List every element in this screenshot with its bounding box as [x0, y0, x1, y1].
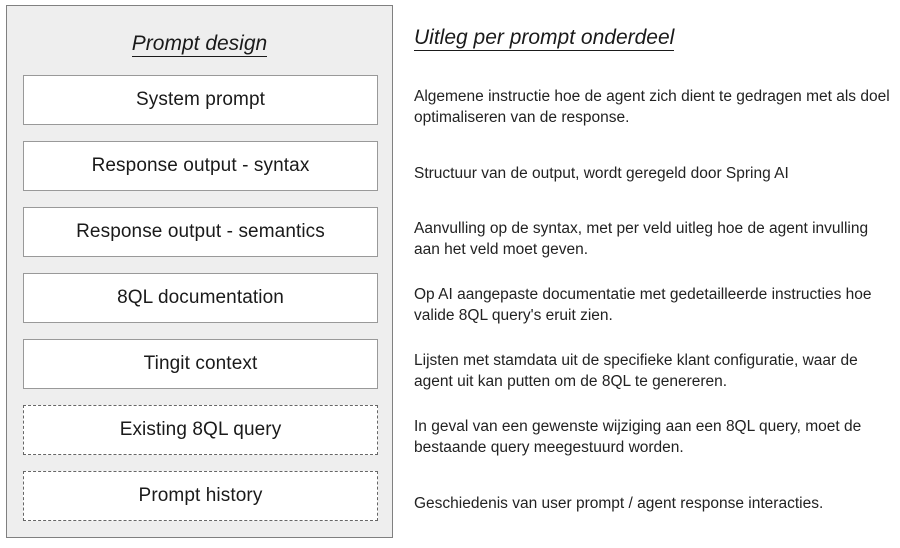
prompt-box-label: Response output - syntax	[91, 155, 310, 176]
explanation-text: Aanvulling op de syntax, met per veld ui…	[414, 220, 869, 258]
explanation-item-response-output-syntax: Structuur van de output, wordt geregeld …	[414, 140, 894, 206]
prompt-component-stack: System prompt Response output - syntax R…	[23, 75, 378, 521]
explanation-list: Algemene instructie hoe de agent zich di…	[414, 74, 894, 536]
explanation-item-response-output-semantics: Aanvulling op de syntax, met per veld ui…	[414, 206, 894, 272]
prompt-box-system-prompt[interactable]: System prompt	[23, 75, 378, 125]
explanation-item-tingit-context: Lijsten met stamdata uit de specifieke k…	[414, 338, 894, 404]
explanation-text: Algemene instructie hoe de agent zich di…	[414, 88, 890, 126]
prompt-box-label: Existing 8QL query	[119, 419, 282, 440]
prompt-box-label: System prompt	[135, 89, 266, 110]
prompt-design-title-text: Prompt design	[131, 32, 268, 57]
explanation-item-8ql-documentation: Op AI aangepaste documentatie met gedeta…	[414, 272, 894, 338]
prompt-box-existing-8ql-query[interactable]: Existing 8QL query	[23, 405, 378, 455]
prompt-box-8ql-documentation[interactable]: 8QL documentation	[23, 273, 378, 323]
prompt-box-prompt-history[interactable]: Prompt history	[23, 471, 378, 521]
prompt-box-response-output-semantics[interactable]: Response output - semantics	[23, 207, 378, 257]
explanation-column-title-text: Uitleg per prompt onderdeel	[414, 26, 675, 51]
prompt-box-label: Response output - semantics	[76, 221, 325, 242]
explanation-text: Op AI aangepaste documentatie met gedeta…	[414, 286, 872, 324]
explanation-text: Geschiedenis van user prompt / agent res…	[414, 494, 824, 512]
explanation-item-existing-8ql-query: In geval van een gewenste wijziging aan …	[414, 404, 894, 470]
prompt-box-label: Prompt history	[138, 485, 263, 506]
prompt-design-panel: Prompt design System prompt Response out…	[6, 5, 393, 538]
explanation-text: In geval van een gewenste wijziging aan …	[414, 418, 862, 456]
prompt-box-label: Tingit context	[143, 353, 258, 374]
explanation-text: Lijsten met stamdata uit de specifieke k…	[414, 352, 858, 390]
prompt-box-response-output-syntax[interactable]: Response output - syntax	[23, 141, 378, 191]
explanation-column: Uitleg per prompt onderdeel Algemene ins…	[414, 5, 894, 538]
explanation-text: Structuur van de output, wordt geregeld …	[414, 164, 789, 182]
explanation-column-title: Uitleg per prompt onderdeel	[414, 26, 675, 51]
explanation-item-system-prompt: Algemene instructie hoe de agent zich di…	[414, 74, 894, 140]
explanation-item-prompt-history: Geschiedenis van user prompt / agent res…	[414, 470, 894, 536]
prompt-box-tingit-context[interactable]: Tingit context	[23, 339, 378, 389]
prompt-design-title: Prompt design	[7, 33, 392, 57]
prompt-box-label: 8QL documentation	[117, 287, 284, 308]
